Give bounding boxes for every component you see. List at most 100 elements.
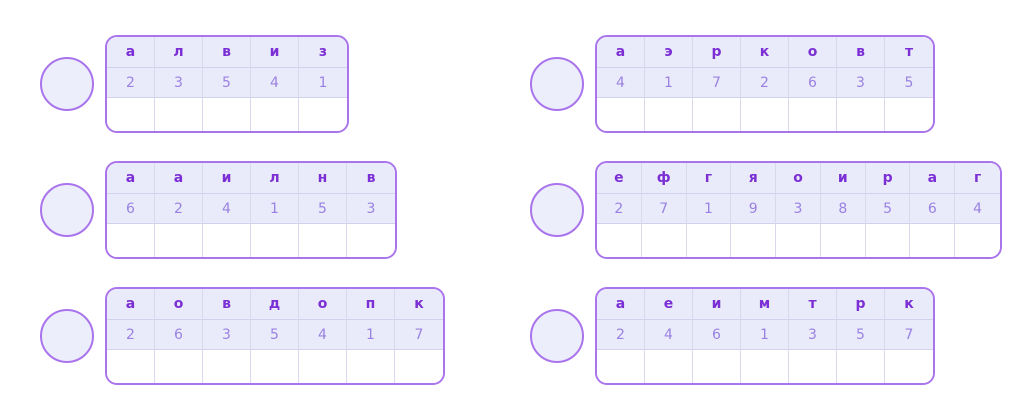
answer-cell[interactable] [203, 97, 251, 131]
answer-cell[interactable] [347, 223, 395, 257]
answer-cell[interactable] [155, 97, 203, 131]
answer-cell[interactable] [299, 223, 347, 257]
answer-cell[interactable] [865, 223, 911, 257]
number-cell: 3 [789, 319, 837, 349]
letter-cell: я [731, 163, 777, 193]
answer-cell[interactable] [641, 223, 687, 257]
answer-cell[interactable] [731, 223, 777, 257]
letter-cell: е [597, 163, 642, 193]
letter-cell: а [155, 163, 203, 193]
answer-cell[interactable] [789, 97, 837, 131]
number-cell: 5 [251, 319, 299, 349]
letter-cell: т [885, 37, 933, 67]
number-cell: 3 [776, 193, 821, 223]
answer-bubble-icon[interactable] [530, 57, 584, 111]
number-cell: 1 [645, 67, 693, 97]
letter-cell: г [686, 163, 732, 193]
answer-cell[interactable] [789, 349, 837, 383]
number-cell: 1 [686, 193, 732, 223]
number-cell: 7 [885, 319, 933, 349]
letter-cell: е [645, 289, 693, 319]
letter-cell: з [299, 37, 347, 67]
answer-bubble-icon[interactable] [530, 309, 584, 363]
answer-cell[interactable] [299, 349, 347, 383]
letter-cell: а [597, 289, 645, 319]
answer-cell[interactable] [155, 223, 203, 257]
letter-cell: к [885, 289, 933, 319]
answer-cell[interactable] [837, 349, 885, 383]
number-cell: 4 [955, 193, 1000, 223]
number-cell: 3 [347, 193, 395, 223]
answer-cell[interactable] [686, 223, 732, 257]
answer-cell[interactable] [203, 349, 251, 383]
answer-row [107, 97, 347, 131]
number-cell: 3 [837, 67, 885, 97]
number-cell: 4 [251, 67, 299, 97]
number-cell: 5 [885, 67, 933, 97]
answer-cell[interactable] [203, 223, 251, 257]
answer-cell[interactable] [155, 349, 203, 383]
answer-cell[interactable] [299, 97, 347, 131]
answer-cell[interactable] [347, 349, 395, 383]
answer-cell[interactable] [910, 223, 956, 257]
answer-cell[interactable] [741, 349, 789, 383]
number-cell: 7 [641, 193, 687, 223]
answer-cell[interactable] [597, 97, 645, 131]
answer-cell[interactable] [645, 97, 693, 131]
answer-bubble-icon[interactable] [40, 309, 94, 363]
number-cell: 2 [107, 67, 155, 97]
number-cell: 1 [251, 193, 299, 223]
letter-cell: и [820, 163, 866, 193]
letter-cell: и [251, 37, 299, 67]
answer-row [597, 223, 1000, 257]
answer-cell[interactable] [107, 223, 155, 257]
number-cell: 2 [741, 67, 789, 97]
answer-bubble-icon[interactable] [530, 183, 584, 237]
letter-cell: в [203, 289, 251, 319]
answer-cell[interactable] [820, 223, 866, 257]
answer-cell[interactable] [741, 97, 789, 131]
answer-cell[interactable] [693, 97, 741, 131]
answer-cell[interactable] [693, 349, 741, 383]
letter-cell: о [789, 37, 837, 67]
answer-cell[interactable] [885, 97, 933, 131]
answer-cell[interactable] [837, 97, 885, 131]
answer-row [107, 223, 395, 257]
answer-cell[interactable] [776, 223, 821, 257]
answer-cell[interactable] [251, 349, 299, 383]
number-cell: 1 [347, 319, 395, 349]
answer-bubble-icon[interactable] [40, 183, 94, 237]
letter-cell: л [155, 37, 203, 67]
answer-cell[interactable] [597, 349, 645, 383]
letter-cell: р [693, 37, 741, 67]
answer-cell[interactable] [955, 223, 1000, 257]
letter-cell: э [645, 37, 693, 67]
answer-cell[interactable] [395, 349, 443, 383]
letter-cell: н [299, 163, 347, 193]
number-cell: 9 [731, 193, 777, 223]
number-cell: 3 [155, 67, 203, 97]
answer-cell[interactable] [107, 97, 155, 131]
answer-cell[interactable] [645, 349, 693, 383]
answer-cell[interactable] [107, 349, 155, 383]
answer-cell[interactable] [885, 349, 933, 383]
letter-cell: р [837, 289, 885, 319]
answer-cell[interactable] [251, 223, 299, 257]
number-cell: 2 [597, 193, 642, 223]
number-cell: 4 [203, 193, 251, 223]
letter-cell: м [741, 289, 789, 319]
answer-cell[interactable] [251, 97, 299, 131]
answer-bubble-icon[interactable] [40, 57, 94, 111]
answer-cell[interactable] [597, 223, 642, 257]
